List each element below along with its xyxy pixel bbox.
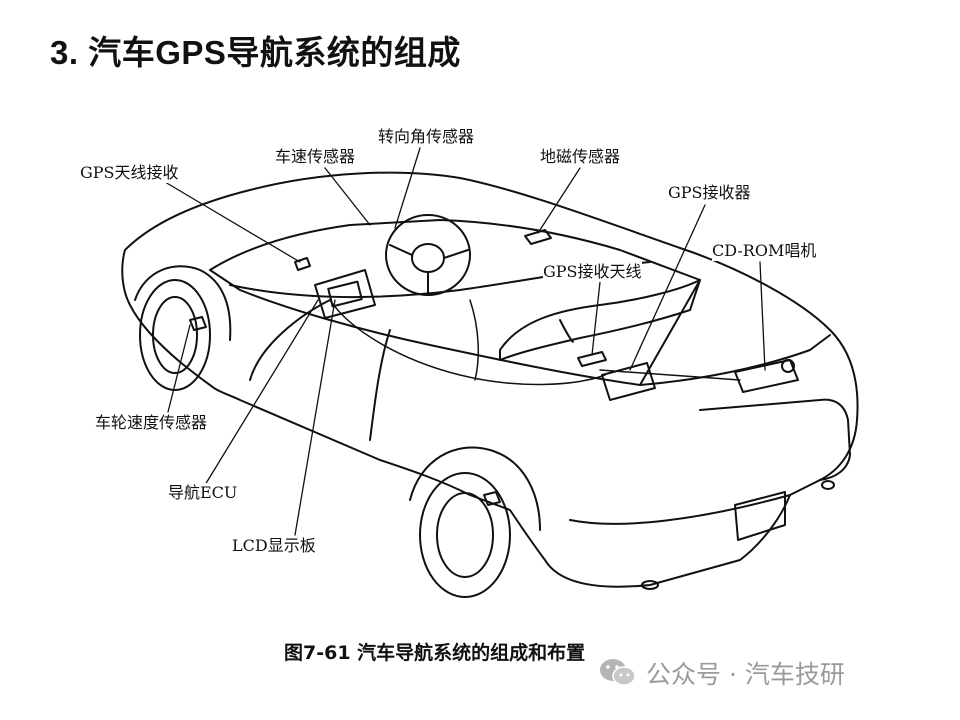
rear-seat (499, 279, 701, 361)
wechat-logo-icon (600, 659, 636, 686)
label-wheel-speed-sensor: 车轮速度传感器 (95, 413, 208, 433)
wheel-speed-part-rear (483, 491, 501, 506)
lcd-display-unit (314, 269, 376, 319)
page-title: 3. 汽车GPS导航系统的组成 (50, 34, 461, 71)
leader-lines (164, 147, 766, 536)
front-wheel-inner (152, 296, 198, 374)
gps-antenna-receive-part (294, 257, 311, 271)
label-gps-antenna-receive: GPS天线接收 (80, 163, 179, 183)
figure-caption: 图7-61 汽车导航系统的组成和布置 (284, 642, 586, 664)
watermark: 公众号 · 汽车技研 (598, 655, 845, 691)
label-gps-receiving-antenna: GPS接收天线 (543, 262, 642, 282)
label-navigation-ecu: 导航ECU (168, 483, 238, 503)
door-line (249, 299, 331, 381)
gps-receiving-antenna-part (577, 351, 607, 367)
label-gps-receiver: GPS接收器 (668, 183, 751, 203)
rear-wheel-inner (436, 492, 494, 578)
license-plate (734, 491, 786, 541)
leader-lcd-display (294, 299, 336, 536)
car-body-outline (121, 171, 859, 588)
label-geomagnetic-sensor: 地磁传感器 (540, 147, 621, 167)
leader-geomagnetic (537, 167, 581, 234)
rear-window-frame (209, 269, 701, 386)
leader-navigation-ecu (204, 299, 319, 486)
leader-wheel-speed (167, 324, 191, 413)
leader-cd-rom (759, 261, 766, 371)
leader-speed-sensor (324, 167, 371, 226)
leader-steering-angle (394, 147, 421, 229)
gps-receiver-part (601, 362, 656, 401)
windshield-frame (209, 219, 701, 281)
seat-divider-1 (559, 319, 574, 343)
watermark-text: 公众号 · 汽车技研 (646, 660, 845, 689)
wheel-speed-part-front (189, 316, 207, 331)
rear-panel (699, 398, 851, 481)
leader-gps-receiving-antenna (591, 281, 601, 356)
label-lcd-display: LCD显示板 (232, 536, 316, 556)
rear-bumper (569, 494, 791, 525)
wiring-harness (329, 299, 741, 386)
front-wheel (139, 279, 211, 391)
label-steering-angle-sensor: 转向角传感器 (378, 127, 475, 147)
leader-gps-receiver (629, 204, 706, 371)
leader-gps-antenna-receive (164, 181, 301, 263)
label-speed-sensor: 车速传感器 (275, 147, 356, 167)
label-cd-rom-player: CD-ROM唱机 (712, 241, 817, 261)
cd-rom-part (734, 359, 799, 393)
rear-deck (639, 334, 831, 386)
rear-wheel (419, 472, 511, 598)
